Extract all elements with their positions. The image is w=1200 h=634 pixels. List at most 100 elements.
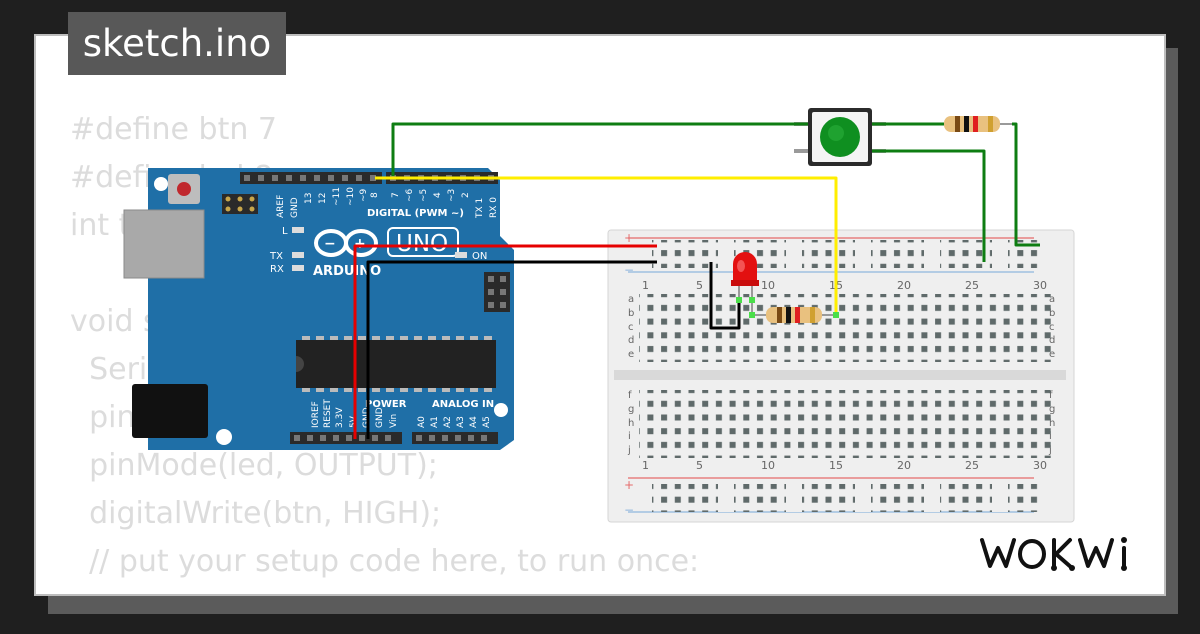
row-letter: b	[628, 308, 634, 319]
row-letter: a	[628, 294, 634, 305]
usb-port	[123, 209, 205, 279]
col-number: 5	[696, 459, 703, 472]
code-line: // put your setup code here, to run once…	[70, 544, 700, 579]
pin-label: ~11	[332, 187, 342, 206]
arduino-logo	[314, 229, 378, 257]
black-wire	[366, 260, 657, 439]
green-wire-rail-b	[872, 149, 986, 262]
col-number: 20	[897, 459, 911, 472]
pin-label: A2	[443, 416, 453, 428]
row-letter: h	[1049, 418, 1055, 429]
arduino-brand: ARDUINO	[313, 264, 381, 279]
power-jack	[132, 384, 208, 438]
pin-label: IOREF	[311, 401, 321, 428]
row-letter: b	[1049, 308, 1055, 319]
pin-label: RESET	[323, 399, 333, 428]
breadboard[interactable]: + − 1 5 10 15 20 25 30 a b c d e a b c d	[607, 229, 1075, 523]
pin-label: ~9	[359, 188, 369, 202]
col-number: 25	[965, 459, 979, 472]
pin-label: TX 1	[475, 198, 485, 219]
wires	[353, 122, 1040, 439]
pin-label: Vin	[389, 414, 399, 428]
pin-label: A0	[417, 416, 427, 428]
col-number: 10	[761, 279, 775, 292]
column-numbers-bottom: 1 5 10 15 20 25 30	[642, 459, 1047, 472]
row-letter: h	[628, 418, 634, 429]
pin-label: A5	[482, 416, 492, 428]
file-title[interactable]: sketch.ino	[68, 12, 286, 75]
pin-label: 12	[318, 193, 328, 204]
digital-header-label: DIGITAL (PWM ~)	[367, 208, 464, 219]
pin-label: GND	[290, 197, 300, 218]
rail-plus-label: +	[624, 478, 634, 492]
brand-text: WOKWi	[1130, 567, 1134, 569]
pin-label: RX 0	[489, 197, 499, 218]
col-number: 30	[1033, 279, 1047, 292]
col-number: 1	[642, 459, 649, 472]
pin-label: AREF	[276, 195, 286, 218]
rx-led	[292, 265, 304, 271]
green-wire-rail-a	[1012, 122, 1040, 247]
tx-led-label: TX	[269, 251, 283, 262]
l-led	[292, 227, 304, 233]
pin-label: ~6	[405, 188, 415, 202]
red-wire	[353, 244, 657, 439]
analog-header-label: ANALOG IN	[432, 399, 494, 410]
pin-label: GND	[375, 407, 385, 428]
mcu-chip	[296, 340, 496, 388]
row-letter: e	[628, 349, 634, 360]
col-number: 25	[965, 279, 979, 292]
led-resistor[interactable]	[752, 307, 836, 323]
col-number: 30	[1033, 459, 1047, 472]
rx-led-label: RX	[270, 264, 284, 275]
rail-minus-label: −	[624, 263, 634, 277]
row-letter: i	[628, 431, 631, 442]
on-led	[455, 252, 467, 258]
row-letter: a	[1049, 294, 1055, 305]
tx-led	[292, 252, 304, 258]
svg-text:+: +	[354, 236, 366, 252]
svg-text:−: −	[324, 236, 336, 252]
col-number: 15	[829, 459, 843, 472]
pin-label: 2	[461, 192, 471, 198]
power-header-label: POWER	[365, 399, 407, 410]
code-line: pinMode(led, OUTPUT);	[70, 448, 438, 483]
pin-label: A4	[469, 416, 479, 428]
pin-label: 3.3V	[335, 407, 345, 428]
col-number: 10	[761, 459, 775, 472]
row-letter: c	[628, 322, 634, 333]
col-number: 20	[897, 279, 911, 292]
col-number: 5	[696, 279, 703, 292]
l-led-label: L	[282, 226, 288, 237]
row-letter: g	[1049, 404, 1055, 415]
row-letter: e	[1049, 349, 1055, 360]
black-wire-led	[709, 262, 741, 330]
code-line: digitalWrite(btn, HIGH);	[70, 496, 442, 531]
yellow-wire	[375, 176, 838, 316]
green-wire-button	[391, 122, 808, 176]
pin-label: ~10	[346, 187, 356, 206]
pin-label: ~3	[447, 189, 457, 202]
pin-label: 13	[304, 193, 314, 204]
arduino-uno-board[interactable]: AREF GND 13 12 ~11 ~10 ~9 8 7 ~6 ~5 4 ~3…	[123, 168, 514, 450]
pin-label: A1	[430, 416, 440, 428]
pin-label: A3	[456, 416, 466, 428]
row-letter: c	[1049, 322, 1055, 333]
row-letter: g	[628, 404, 634, 415]
row-letter: j	[627, 445, 631, 456]
board-model: UNO	[396, 231, 448, 257]
pin-label: 7	[391, 192, 401, 198]
pin-label: ~5	[419, 189, 429, 202]
col-number: 1	[642, 279, 649, 292]
rail-minus-label: −	[624, 503, 634, 517]
row-letter: d	[1049, 335, 1055, 346]
pin-label: 8	[370, 192, 380, 198]
on-led-label: ON	[472, 251, 487, 262]
row-letter: f	[628, 390, 632, 401]
pin-label: 4	[433, 192, 443, 198]
push-button[interactable]	[794, 108, 886, 166]
rail-plus-label: +	[624, 231, 634, 245]
row-letter: d	[628, 335, 634, 346]
